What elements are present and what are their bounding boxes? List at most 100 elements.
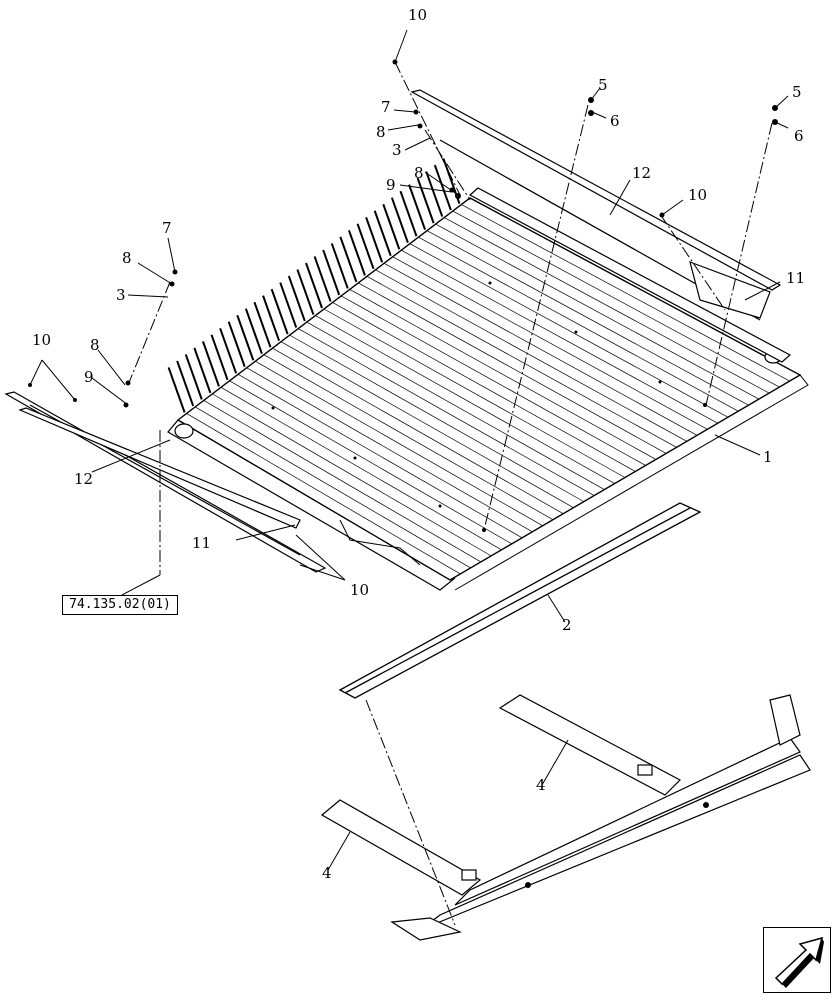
callout-label: 8 bbox=[376, 123, 386, 141]
slat bbox=[246, 367, 533, 533]
slat-lip bbox=[488, 559, 493, 563]
tine bbox=[219, 327, 238, 374]
tine bbox=[210, 334, 229, 381]
fasteners bbox=[28, 59, 778, 888]
callout-label: 12 bbox=[74, 470, 93, 488]
slat bbox=[401, 249, 718, 424]
callout-labels: 10 5 6 5 6 7 8 3 9 8 12 10 11 7 8 3 10 8… bbox=[32, 6, 805, 882]
tine bbox=[305, 262, 323, 309]
callout-label: 10 bbox=[350, 581, 369, 599]
tine-rows bbox=[167, 158, 461, 413]
slat bbox=[255, 360, 543, 527]
slat bbox=[178, 419, 451, 580]
slat bbox=[392, 256, 708, 430]
tine bbox=[244, 308, 263, 355]
slat bbox=[298, 328, 595, 496]
callout-label: 1 bbox=[763, 448, 773, 466]
slat bbox=[469, 198, 800, 376]
callout-label: 6 bbox=[610, 112, 620, 130]
callout-label: 7 bbox=[381, 98, 391, 116]
slat bbox=[203, 400, 482, 563]
tine bbox=[399, 190, 418, 237]
slat-lip bbox=[601, 493, 606, 496]
slat bbox=[341, 295, 646, 466]
slat-lip bbox=[776, 390, 781, 394]
slat-lip bbox=[735, 414, 740, 418]
slat bbox=[306, 321, 605, 490]
tine bbox=[390, 197, 409, 244]
slat-lip bbox=[796, 378, 800, 382]
tine bbox=[227, 321, 246, 368]
tine bbox=[184, 354, 203, 400]
slat bbox=[220, 387, 502, 551]
next-page-arrow-icon bbox=[774, 936, 824, 988]
slat bbox=[315, 315, 615, 484]
tine bbox=[279, 282, 298, 328]
tine bbox=[339, 236, 358, 283]
callout-label: 9 bbox=[386, 176, 396, 194]
tine bbox=[382, 203, 401, 250]
slat-lip bbox=[724, 420, 730, 424]
slat bbox=[272, 347, 564, 514]
slat-lip bbox=[580, 505, 585, 508]
slat-lip bbox=[755, 402, 760, 406]
callout-label: 3 bbox=[392, 141, 402, 159]
callout-label: 3 bbox=[116, 286, 126, 304]
slat-lip bbox=[673, 451, 678, 454]
callout-label: 11 bbox=[192, 534, 211, 552]
slat bbox=[212, 393, 492, 557]
slat-lip bbox=[457, 577, 462, 580]
slat-lip bbox=[786, 384, 791, 388]
callout-label: 5 bbox=[598, 76, 608, 94]
callout-label: 4 bbox=[536, 776, 546, 794]
slat-lip bbox=[683, 445, 688, 448]
slat-lip bbox=[539, 529, 544, 533]
slat-lip bbox=[590, 499, 596, 502]
slat bbox=[237, 373, 523, 539]
slat-lip bbox=[652, 463, 658, 466]
slat-lip bbox=[477, 565, 483, 569]
reference-link-box[interactable]: 74.135.02(01) bbox=[62, 595, 178, 615]
slat-lip bbox=[632, 475, 637, 478]
slat bbox=[461, 204, 790, 382]
tine bbox=[408, 184, 427, 230]
tine bbox=[193, 347, 212, 394]
callout-label: 5 bbox=[792, 83, 802, 101]
tine bbox=[373, 210, 392, 257]
tine bbox=[313, 256, 332, 302]
tine bbox=[287, 275, 306, 322]
slat bbox=[289, 334, 584, 502]
slat-lip bbox=[663, 457, 668, 460]
slat-lip bbox=[508, 547, 513, 551]
lower-frame bbox=[320, 694, 811, 941]
slat bbox=[358, 282, 667, 454]
tine bbox=[270, 288, 289, 335]
alignment-lines bbox=[127, 61, 773, 926]
tine bbox=[322, 249, 341, 296]
callout-label: 9 bbox=[84, 368, 94, 386]
slat-lip bbox=[621, 481, 627, 484]
tine bbox=[330, 243, 349, 289]
callout-label: 8 bbox=[90, 336, 100, 354]
callout-label: 2 bbox=[562, 616, 572, 634]
slat bbox=[435, 223, 759, 400]
slat bbox=[349, 289, 657, 460]
tine bbox=[425, 171, 444, 217]
next-page-button[interactable] bbox=[763, 927, 831, 993]
slat-lip bbox=[704, 432, 709, 436]
left-rails bbox=[4, 391, 327, 573]
callout-label: 8 bbox=[414, 164, 424, 182]
slat bbox=[375, 269, 687, 442]
tine bbox=[253, 301, 272, 348]
tine bbox=[262, 295, 281, 341]
callout-label: 7 bbox=[162, 219, 172, 237]
tine bbox=[201, 341, 220, 387]
slat-lip bbox=[518, 541, 524, 545]
callout-label: 6 bbox=[794, 127, 804, 145]
callout-label: 11 bbox=[786, 269, 805, 287]
tine bbox=[176, 360, 195, 407]
slat-lip bbox=[642, 469, 647, 472]
slat bbox=[409, 243, 729, 418]
slat-lip bbox=[549, 523, 555, 527]
